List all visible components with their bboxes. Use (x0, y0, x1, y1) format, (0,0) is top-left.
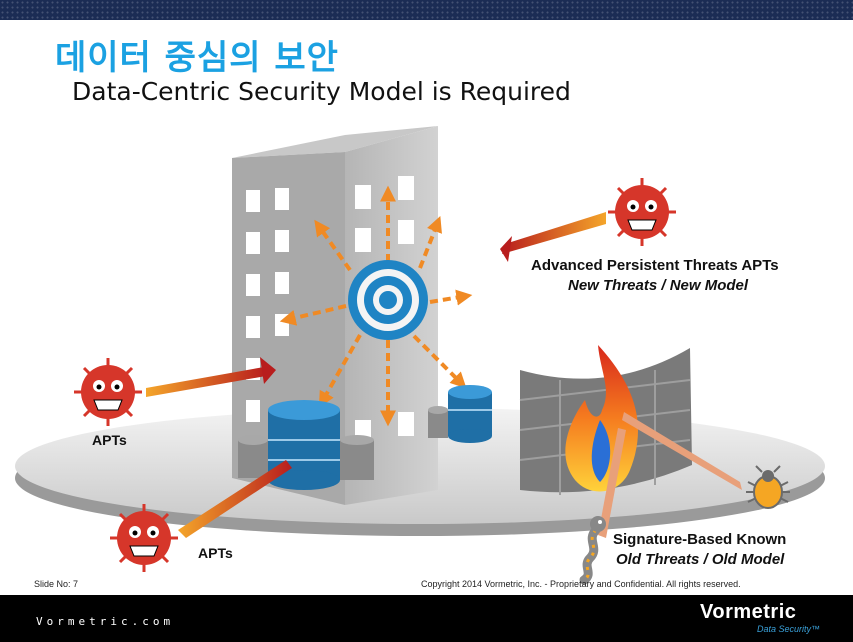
footer-url: Vormetric.com (36, 615, 175, 628)
virus-icon (608, 178, 676, 246)
slide-title-korean: 데이터 중심의 보안 (55, 38, 339, 78)
worm-icon (579, 516, 606, 585)
apts-label-left: APTs (92, 432, 127, 448)
apt-heading: Advanced Persistent Threats APTs (531, 257, 779, 274)
vormetric-logo: Vormetric Data Security™ (700, 601, 825, 639)
signature-heading: Signature-Based Known (613, 531, 787, 548)
copyright-notice: Copyright 2014 Vormetric, Inc. - Proprie… (421, 579, 741, 589)
logo-name: Vormetric (700, 601, 797, 623)
apt-subheading: New Threats / New Model (568, 277, 749, 294)
threat-arrow (500, 212, 606, 262)
database-icon (238, 406, 448, 480)
database-icon (448, 385, 492, 443)
logo-tagline: Data Security™ (757, 624, 821, 634)
footer-bar: Vormetric.com Vormetric Data Security™ (0, 595, 853, 642)
signature-subheading: Old Threats / Old Model (616, 551, 785, 568)
threat-arrow (598, 412, 742, 538)
threat-arrow (178, 460, 292, 538)
slide-subtitle-english: Data-Centric Security Model is Required (72, 77, 571, 106)
target-icon (279, 185, 473, 427)
bug-icon (746, 465, 790, 509)
slide-number: Slide No: 7 (34, 579, 79, 589)
header-band (0, 0, 853, 20)
virus-icon (74, 358, 142, 426)
threat-arrow (146, 357, 276, 397)
virus-icon (110, 504, 178, 572)
apts-label-bottom: APTs (198, 545, 233, 561)
illustration (15, 126, 825, 585)
